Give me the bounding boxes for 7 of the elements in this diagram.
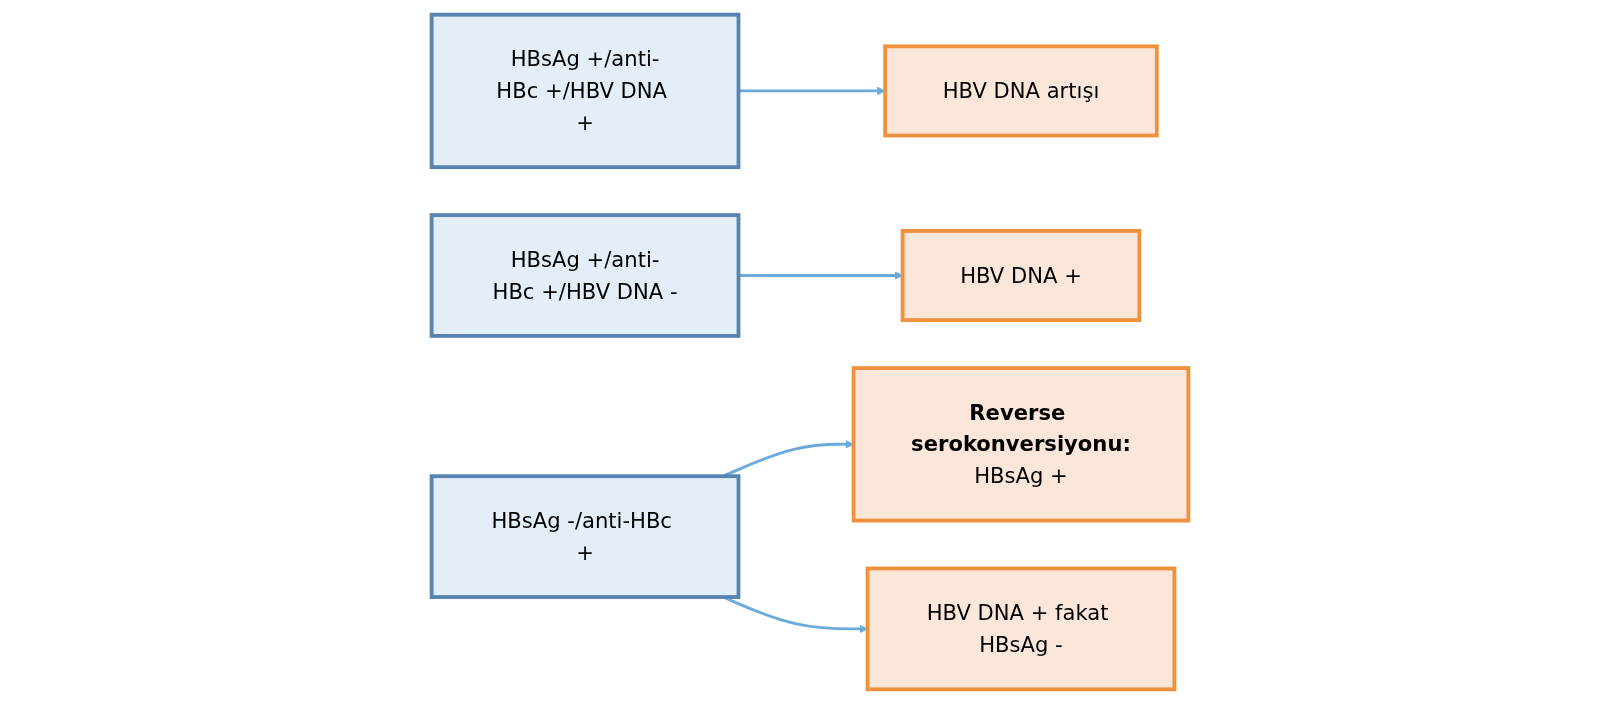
node-box: HBsAg -/anti-HBc +: [429, 474, 740, 599]
node-box: HBV DNA + fakat HBsAg -: [865, 566, 1176, 692]
node-box: HBV DNA artışı: [882, 44, 1159, 138]
node-box: Reverse serokonversiyonu: HBsAg +: [851, 366, 1190, 523]
node-box: HBsAg +/anti-HBc +/HBV DNA -: [429, 213, 740, 338]
node-box: HBsAg +/anti-HBc +/HBV DNA +: [429, 12, 740, 170]
node-box: HBV DNA +: [900, 229, 1141, 323]
